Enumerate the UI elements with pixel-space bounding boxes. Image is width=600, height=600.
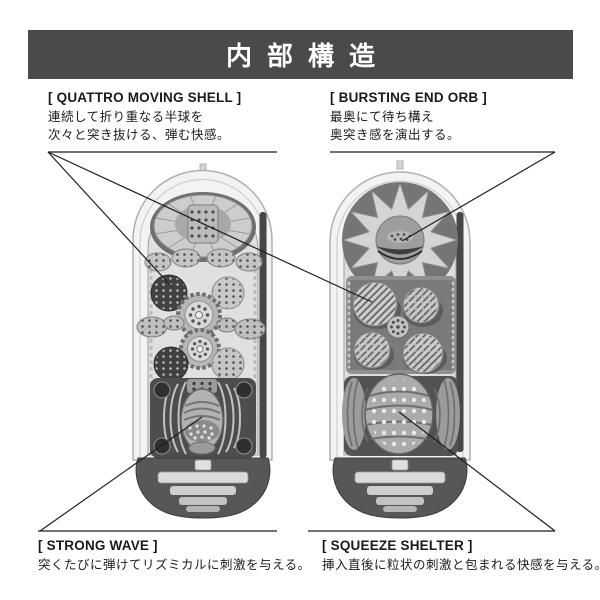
page-title: 内部構造 bbox=[225, 41, 390, 71]
squeeze-pointer-line bbox=[398, 411, 556, 532]
feature-description: 突くたびに弾けてリズミカルに刺激を与える。 bbox=[38, 558, 311, 572]
base-cap bbox=[135, 457, 271, 519]
side-slit bbox=[456, 212, 464, 452]
feature-label: [ SQUEEZE SHELTER ] bbox=[322, 538, 473, 553]
feature-label: [ BURSTING END ORB ] bbox=[330, 90, 487, 105]
bumpy-disc-light-lower bbox=[211, 347, 245, 381]
feature-label: [ QUATTRO MOVING SHELL ] bbox=[48, 90, 242, 105]
bursting-end-orb-element bbox=[341, 181, 459, 299]
feature-description: 挿入直後に粒状の刺激と包まれる快感を与える。 bbox=[322, 558, 600, 572]
hatched-disc bbox=[352, 281, 398, 327]
squeeze-shelter-element bbox=[342, 373, 460, 456]
bumpy-disc-dark-upper bbox=[150, 274, 188, 312]
dome-element bbox=[150, 192, 256, 262]
quattro-pointer-line-left bbox=[47, 151, 173, 288]
quattro-disc-panel bbox=[346, 276, 456, 374]
hatched-disc bbox=[353, 331, 391, 369]
title-banner: 内部構造 bbox=[28, 30, 573, 79]
feature-label: [ STRONG WAVE ] bbox=[38, 538, 158, 553]
hatched-disc bbox=[402, 332, 444, 374]
feature-description: 連続して折り重なる半球を 次々と突き抜ける、弾む快感。 bbox=[48, 110, 231, 142]
top-nub bbox=[396, 160, 404, 170]
feature-quattro-moving-shell: [ QUATTRO MOVING SHELL ] 連続して折り重なる半球を 次々… bbox=[48, 90, 241, 144]
side-slit bbox=[259, 212, 267, 458]
rosette-gear-upper bbox=[176, 292, 222, 338]
rosette-gear-lower bbox=[179, 328, 221, 370]
strong-pointer-line bbox=[39, 416, 203, 532]
feature-bursting-end-orb: [ BURSTING END ORB ] 最奥にて待ち構え 奥突き感を演出する。 bbox=[330, 90, 487, 144]
feature-strong-wave: [ STRONG WAVE ] 突くたびに弾けてリズミカルに刺激を与える。 bbox=[38, 538, 311, 575]
right-product-cutaway bbox=[329, 160, 471, 519]
feature-description: 最奥にて待ち構え 奥突き感を演出する。 bbox=[330, 110, 461, 142]
quattro-pointer-line-right bbox=[47, 151, 373, 303]
knob-row-mid bbox=[136, 315, 266, 340]
base-cap bbox=[332, 457, 468, 519]
hatched-disc bbox=[402, 286, 440, 324]
connector-lines bbox=[38, 151, 556, 532]
bumpy-disc-dark-lower bbox=[153, 346, 189, 382]
bursting-pointer-line bbox=[401, 151, 556, 242]
strong-wave-element bbox=[150, 378, 256, 458]
bumpy-disc-light-upper bbox=[211, 276, 245, 310]
dotted-sphere bbox=[386, 315, 410, 339]
knob-row-upper bbox=[144, 248, 263, 272]
left-product-cutaway bbox=[132, 163, 273, 519]
feature-squeeze-shelter: [ SQUEEZE SHELTER ] 挿入直後に粒状の刺激と包まれる快感を与え… bbox=[322, 538, 600, 575]
